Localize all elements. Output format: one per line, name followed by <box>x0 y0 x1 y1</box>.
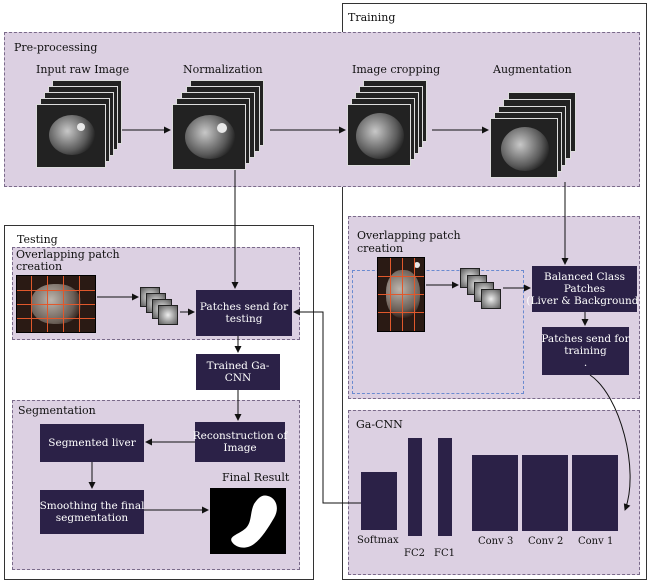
patches-testing-box: Patches send for testing <box>196 290 292 336</box>
preprocessing-label: Pre-processing <box>14 41 98 54</box>
reconstruction-box: Reconstruction of Image <box>193 422 287 462</box>
segmented-liver-box: Segmented liver <box>40 424 144 462</box>
train-grid-image <box>377 257 425 332</box>
training-label: Training <box>348 11 396 24</box>
train-patches <box>460 268 504 312</box>
overlap-test-label: Overlapping patch creation <box>16 248 120 273</box>
normalization-images <box>172 80 267 172</box>
conv1-label: Conv 1 <box>578 536 614 547</box>
gacnn-label: Ga-CNN <box>356 418 403 431</box>
test-grid-image <box>16 275 96 333</box>
segmentation-label: Segmentation <box>18 404 96 417</box>
conv2-label: Conv 2 <box>528 536 564 547</box>
augmentation-images <box>490 92 582 182</box>
conv3-label: Conv 3 <box>478 536 514 547</box>
final-result-image <box>210 488 286 554</box>
fc2-layer <box>408 438 422 536</box>
test-patches <box>140 287 180 327</box>
smoothing-box: Smoothing the final segmentation <box>40 490 144 534</box>
cropping-label: Image cropping <box>352 63 441 76</box>
input-raw-label: Input raw Image <box>36 63 130 76</box>
balanced-class-box: Balanced Class Patches (Liver & Backgrou… <box>526 266 643 312</box>
fc2-label: FC2 <box>404 548 425 559</box>
testing-label: Testing <box>17 233 58 246</box>
final-result-label: Final Result <box>222 471 290 484</box>
liver-mask-shape <box>231 495 277 548</box>
softmax-layer <box>361 472 397 530</box>
conv2-layer <box>522 455 568 531</box>
fc1-layer <box>438 438 452 536</box>
augmentation-label: Augmentation <box>493 63 572 76</box>
cropping-images <box>347 80 432 170</box>
patches-training-box: Patches send for training . <box>541 327 630 375</box>
trained-gacnn-box: Trained Ga-CNN <box>196 354 280 390</box>
fc1-label: FC1 <box>434 548 455 559</box>
conv1-layer <box>572 455 618 531</box>
conv3-layer <box>472 455 518 531</box>
training-region <box>342 3 647 580</box>
softmax-label: Softmax <box>357 535 399 546</box>
overlap-train-label: Overlapping patch creation <box>357 229 461 255</box>
input-raw-images <box>36 80 126 170</box>
normalization-label: Normalization <box>183 63 263 76</box>
